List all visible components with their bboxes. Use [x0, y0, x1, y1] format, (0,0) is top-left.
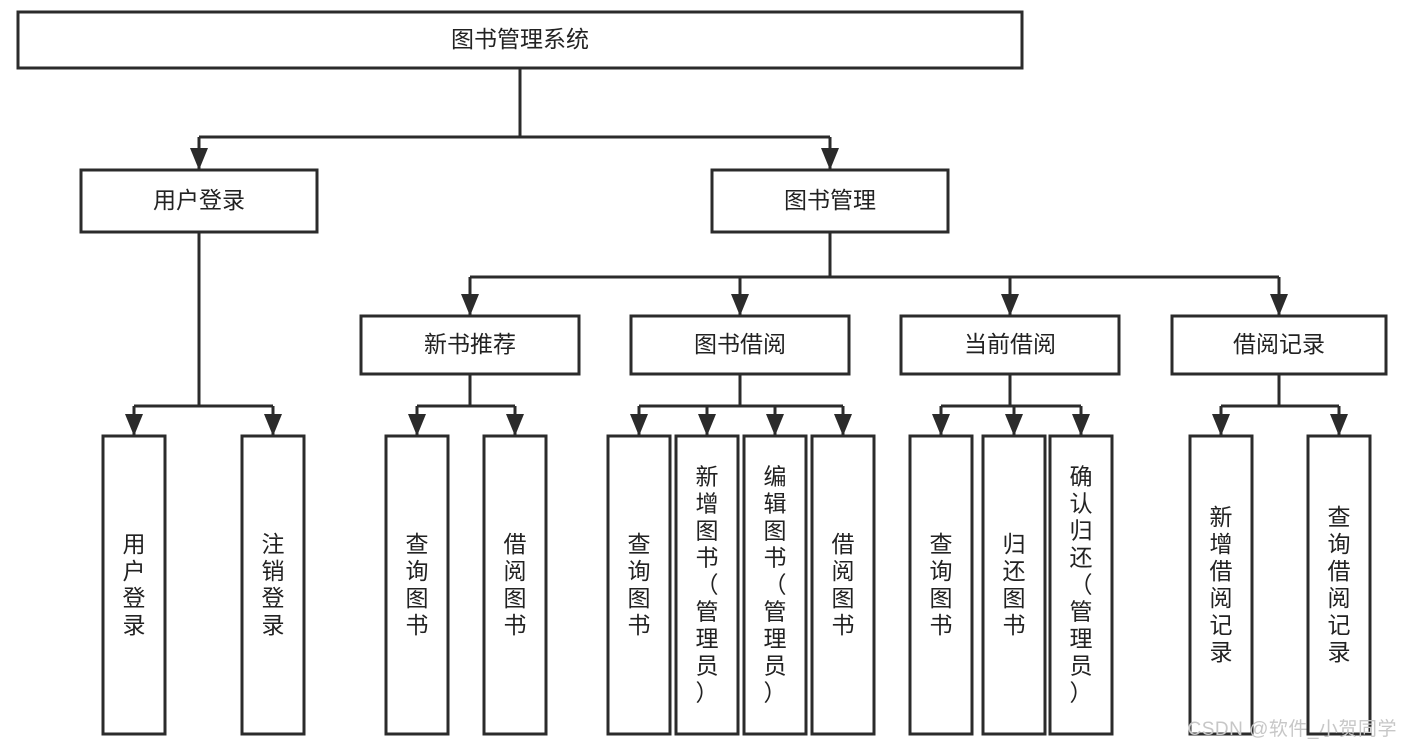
leaf-node-label: 新增图书（管理员）: [696, 464, 719, 706]
node-current-borrow[interactable]: 当前借阅: [899, 314, 1121, 376]
level3-node-label: 借阅记录: [1233, 331, 1325, 357]
node-leaf-borrow-book-rec[interactable]: 借阅图书: [482, 434, 548, 736]
arrow-head-current-borrow: [1001, 294, 1019, 316]
leaf-node-label: 编辑图书（管理员）: [764, 464, 787, 706]
arrow-head-book-borrow: [731, 294, 749, 316]
leaf-node-box[interactable]: [1048, 434, 1114, 736]
leaf-node-box[interactable]: [101, 434, 167, 736]
arrow-head-leaf-user-login: [125, 414, 143, 436]
node-new-book-recommend[interactable]: 新书推荐: [359, 314, 581, 376]
arrow-head-borrow-record: [1270, 294, 1288, 316]
arrow-head-leaf-edit-book: [766, 414, 784, 436]
leaf-node-label: 查询图书: [628, 531, 651, 638]
leaf-node-label: 归还图书: [1003, 531, 1026, 638]
leaf-node-label: 查询图书: [406, 531, 429, 638]
node-leaf-query-book-rec[interactable]: 查询图书: [384, 434, 450, 736]
node-user-login[interactable]: 用户登录: [79, 168, 319, 234]
level2-node-label: 图书管理: [784, 187, 876, 213]
leaf-node-box[interactable]: [240, 434, 306, 736]
level2-node-box[interactable]: [710, 168, 950, 234]
leaf-node-box[interactable]: [606, 434, 672, 736]
node-leaf-add-book[interactable]: 新增图书（管理员）: [674, 434, 740, 736]
node-layer: 图书管理系统用户登录图书管理新书推荐图书借阅当前借阅借阅记录用户登录注销登录查询…: [16, 10, 1388, 736]
leaf-node-label: 新增借阅记录: [1210, 504, 1233, 665]
node-leaf-edit-book[interactable]: 编辑图书（管理员）: [742, 434, 808, 736]
arrow-head-leaf-query-book-cur: [932, 414, 950, 436]
leaf-node-label: 查询借阅记录: [1328, 504, 1351, 665]
level3-node-box[interactable]: [359, 314, 581, 376]
level3-node-label: 图书借阅: [694, 331, 786, 357]
leaf-node-box[interactable]: [810, 434, 876, 736]
leaf-node-label: 确认归还（管理员）: [1070, 464, 1093, 706]
node-leaf-query-book-borrow[interactable]: 查询图书: [606, 434, 672, 736]
level3-node-box[interactable]: [899, 314, 1121, 376]
arrow-head-leaf-add-book: [698, 414, 716, 436]
node-book-manage[interactable]: 图书管理: [710, 168, 950, 234]
node-leaf-return-book[interactable]: 归还图书: [981, 434, 1047, 736]
level2-node-box[interactable]: [79, 168, 319, 234]
root-node-box[interactable]: [16, 10, 1024, 70]
leaf-node-box[interactable]: [674, 434, 740, 736]
leaf-node-label: 注销登录: [262, 531, 285, 638]
leaf-node-box[interactable]: [482, 434, 548, 736]
leaf-node-label: 借阅图书: [504, 531, 527, 638]
node-leaf-borrow-book[interactable]: 借阅图书: [810, 434, 876, 736]
connector-layer: [125, 68, 1348, 436]
arrow-head-leaf-borrow-book: [834, 414, 852, 436]
arrow-head-leaf-confirm-return: [1072, 414, 1090, 436]
level2-node-label: 用户登录: [153, 187, 245, 213]
node-leaf-add-record[interactable]: 新增借阅记录: [1188, 434, 1254, 736]
leaf-node-box[interactable]: [384, 434, 450, 736]
leaf-node-box[interactable]: [1188, 434, 1254, 736]
node-leaf-query-record[interactable]: 查询借阅记录: [1306, 434, 1372, 736]
level3-node-label: 新书推荐: [424, 331, 516, 357]
leaf-node-box[interactable]: [908, 434, 974, 736]
csdn-watermark: CSDN @软件_小贺同学: [1187, 719, 1397, 740]
arrow-head-leaf-add-record: [1212, 414, 1230, 436]
root-node-label: 图书管理系统: [451, 26, 589, 52]
leaf-node-box[interactable]: [1306, 434, 1372, 736]
arrow-head-book-manage: [821, 148, 839, 170]
arrow-head-leaf-query-book-borrow: [630, 414, 648, 436]
leaf-node-label: 用户登录: [123, 531, 146, 638]
level3-node-box[interactable]: [629, 314, 851, 376]
level3-node-label: 当前借阅: [964, 331, 1056, 357]
node-leaf-user-login[interactable]: 用户登录: [101, 434, 167, 736]
arrow-head-user-login: [190, 148, 208, 170]
leaf-node-label: 查询图书: [930, 531, 953, 638]
node-root[interactable]: 图书管理系统: [16, 10, 1024, 70]
node-leaf-confirm-return[interactable]: 确认归还（管理员）: [1048, 434, 1114, 736]
arrow-head-leaf-query-book-rec: [408, 414, 426, 436]
node-borrow-record[interactable]: 借阅记录: [1170, 314, 1388, 376]
node-leaf-logout[interactable]: 注销登录: [240, 434, 306, 736]
node-leaf-query-book-cur[interactable]: 查询图书: [908, 434, 974, 736]
arrow-head-leaf-query-record: [1330, 414, 1348, 436]
node-book-borrow[interactable]: 图书借阅: [629, 314, 851, 376]
arrow-head-leaf-return-book: [1005, 414, 1023, 436]
leaf-node-label: 借阅图书: [832, 531, 855, 638]
level3-node-box[interactable]: [1170, 314, 1388, 376]
leaf-node-box[interactable]: [742, 434, 808, 736]
arrow-head-leaf-borrow-book-rec: [506, 414, 524, 436]
arrow-head-new-book-recommend: [461, 294, 479, 316]
leaf-node-box[interactable]: [981, 434, 1047, 736]
arrow-head-leaf-logout: [264, 414, 282, 436]
